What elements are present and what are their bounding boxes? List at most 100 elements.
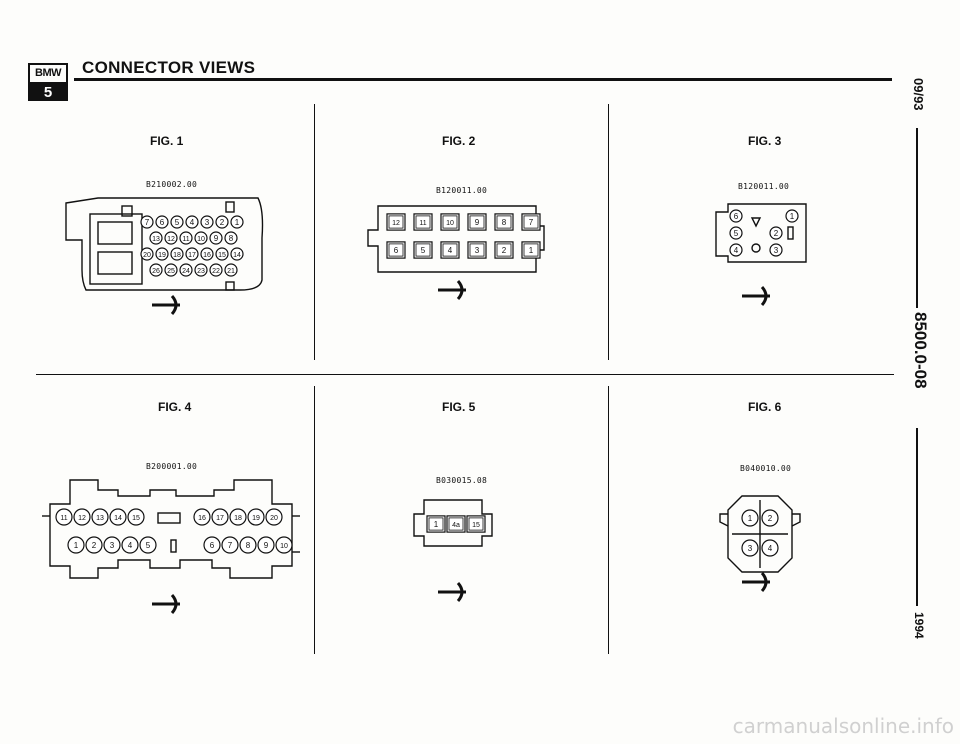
fig4-code: B200001.00 <box>146 462 198 471</box>
fig4-pin: 15 <box>127 508 145 526</box>
fig1-pin: 24 <box>179 263 193 277</box>
fig3-pin-label: 5 <box>734 229 739 238</box>
fig1-pin: 4 <box>185 215 199 229</box>
fig4-pin-label: 20 <box>270 515 278 522</box>
fig5-pin: 4a <box>446 515 466 533</box>
fig3-pin-label: 3 <box>774 246 779 255</box>
fig3-pin-label: 2 <box>774 229 779 238</box>
fig2-pin-label: 11 <box>419 220 426 227</box>
fig1-pin-label: 11 <box>182 236 189 243</box>
fig4-pin-label: 7 <box>228 541 233 550</box>
fig2-pin-label: 2 <box>502 246 507 255</box>
fig1-pin-label: 17 <box>188 252 196 259</box>
fig6-pin: 2 <box>761 509 779 527</box>
divider-v-1 <box>314 104 315 360</box>
fig1-pin: 17 <box>185 247 199 261</box>
fig3-label: FIG. 3 <box>748 134 782 148</box>
fig1-label: FIG. 1 <box>150 134 184 148</box>
fig6-pin-label: 2 <box>768 514 773 523</box>
fig1-pin-label: 16 <box>203 252 211 259</box>
fig4-pin-label: 2 <box>92 541 97 550</box>
fig4-pin-label: 9 <box>264 541 269 550</box>
fig2-pin-label: 9 <box>475 218 480 227</box>
fig2-pin-label: 6 <box>394 246 399 255</box>
fig4-pin: 3 <box>103 536 121 554</box>
fig3-pin: 6 <box>729 209 743 223</box>
fig1-pin-label: 4 <box>190 218 195 227</box>
fig1-pin: 2 <box>215 215 229 229</box>
fig4-pin-label: 14 <box>114 515 122 522</box>
fig1-pin-label: 12 <box>167 236 175 243</box>
page-title: CONNECTOR VIEWS <box>82 58 256 77</box>
fig4-pin-label: 16 <box>198 515 206 522</box>
fig1-pin-label: 22 <box>212 268 220 275</box>
fig6-pin-label: 3 <box>748 544 753 553</box>
fig4-pin-label: 8 <box>246 541 251 550</box>
fig2-pin-label: 5 <box>421 246 426 255</box>
fig1-code: B210002.00 <box>146 180 198 189</box>
fig4-pin: 9 <box>257 536 275 554</box>
fig1-pin-label: 21 <box>227 268 235 275</box>
fig1-pin-label: 18 <box>173 252 181 259</box>
divider-v-3 <box>314 386 315 654</box>
fig4-pin: 2 <box>85 536 103 554</box>
fig2-pin-label: 3 <box>475 246 480 255</box>
side-rule-2 <box>916 428 918 606</box>
fig4-pin: 10 <box>275 536 293 554</box>
fig1-pin: 9 <box>209 231 223 245</box>
fig4-pin: 18 <box>229 508 247 526</box>
fig6-pin-label: 4 <box>768 544 773 553</box>
fig4-pin: 19 <box>247 508 265 526</box>
fig2-pin-label: 12 <box>392 220 400 227</box>
fig3-pin-label: 6 <box>734 212 739 221</box>
side-rule-1 <box>916 128 918 308</box>
fig2-pin: 7 <box>521 213 541 231</box>
fig1-pin-label: 19 <box>158 252 166 259</box>
fig4-pin-label: 4 <box>128 541 133 550</box>
fig1-pin: 15 <box>215 247 229 261</box>
fig1-pin-label: 7 <box>145 218 150 227</box>
fig6-pin-label: 1 <box>748 514 753 523</box>
fig1-pin: 7 <box>140 215 154 229</box>
fig4-pin: 1 <box>67 536 85 554</box>
fig6-pin: 3 <box>741 539 759 557</box>
logo-brand: BMW <box>30 65 66 84</box>
fig4-pin: 5 <box>139 536 157 554</box>
fig1-pin: 10 <box>194 231 208 245</box>
fig2-pin-label: 4 <box>448 246 453 255</box>
fig4-pin: 14 <box>109 508 127 526</box>
fig1-pin: 11 <box>179 231 193 245</box>
fig1-pin: 6 <box>155 215 169 229</box>
fig4-pin-label: 15 <box>132 515 140 522</box>
fig5-pin: 15 <box>466 515 486 533</box>
header-rule <box>74 78 892 81</box>
watermark: carmanualsonline.info <box>732 714 954 738</box>
fig5-pin: 1 <box>426 515 446 533</box>
fig3-pin: 3 <box>769 243 783 257</box>
fig1-pin: 16 <box>200 247 214 261</box>
fig1-pin: 21 <box>224 263 238 277</box>
fig2-code: B120011.00 <box>436 186 488 195</box>
fig4-pin: 8 <box>239 536 257 554</box>
fig1-pin-label: 26 <box>152 268 160 275</box>
fig1-pin-label: 1 <box>235 218 240 227</box>
fig2-pin: 11 <box>413 213 433 231</box>
divider-h <box>36 374 894 375</box>
fig1-pin: 23 <box>194 263 208 277</box>
fig1-pin-label: 24 <box>182 268 190 275</box>
fig6-pin: 4 <box>761 539 779 557</box>
fig1-pin: 19 <box>155 247 169 261</box>
fig3-pin: 4 <box>729 243 743 257</box>
fig5-label: FIG. 5 <box>442 400 476 414</box>
fig2-pin-label: 10 <box>446 220 454 227</box>
fig1-pin: 13 <box>149 231 163 245</box>
fig2-pin-label: 8 <box>502 218 507 227</box>
fig4-pin-label: 6 <box>210 541 215 550</box>
fig2-pin: 9 <box>467 213 487 231</box>
fig3-code: B120011.00 <box>738 182 790 191</box>
fig1-pin: 26 <box>149 263 163 277</box>
fig1-pin-label: 25 <box>167 268 175 275</box>
fig1-pin-label: 20 <box>143 252 151 259</box>
fig2-pin: 8 <box>494 213 514 231</box>
fig1-pin-label: 5 <box>175 218 180 227</box>
